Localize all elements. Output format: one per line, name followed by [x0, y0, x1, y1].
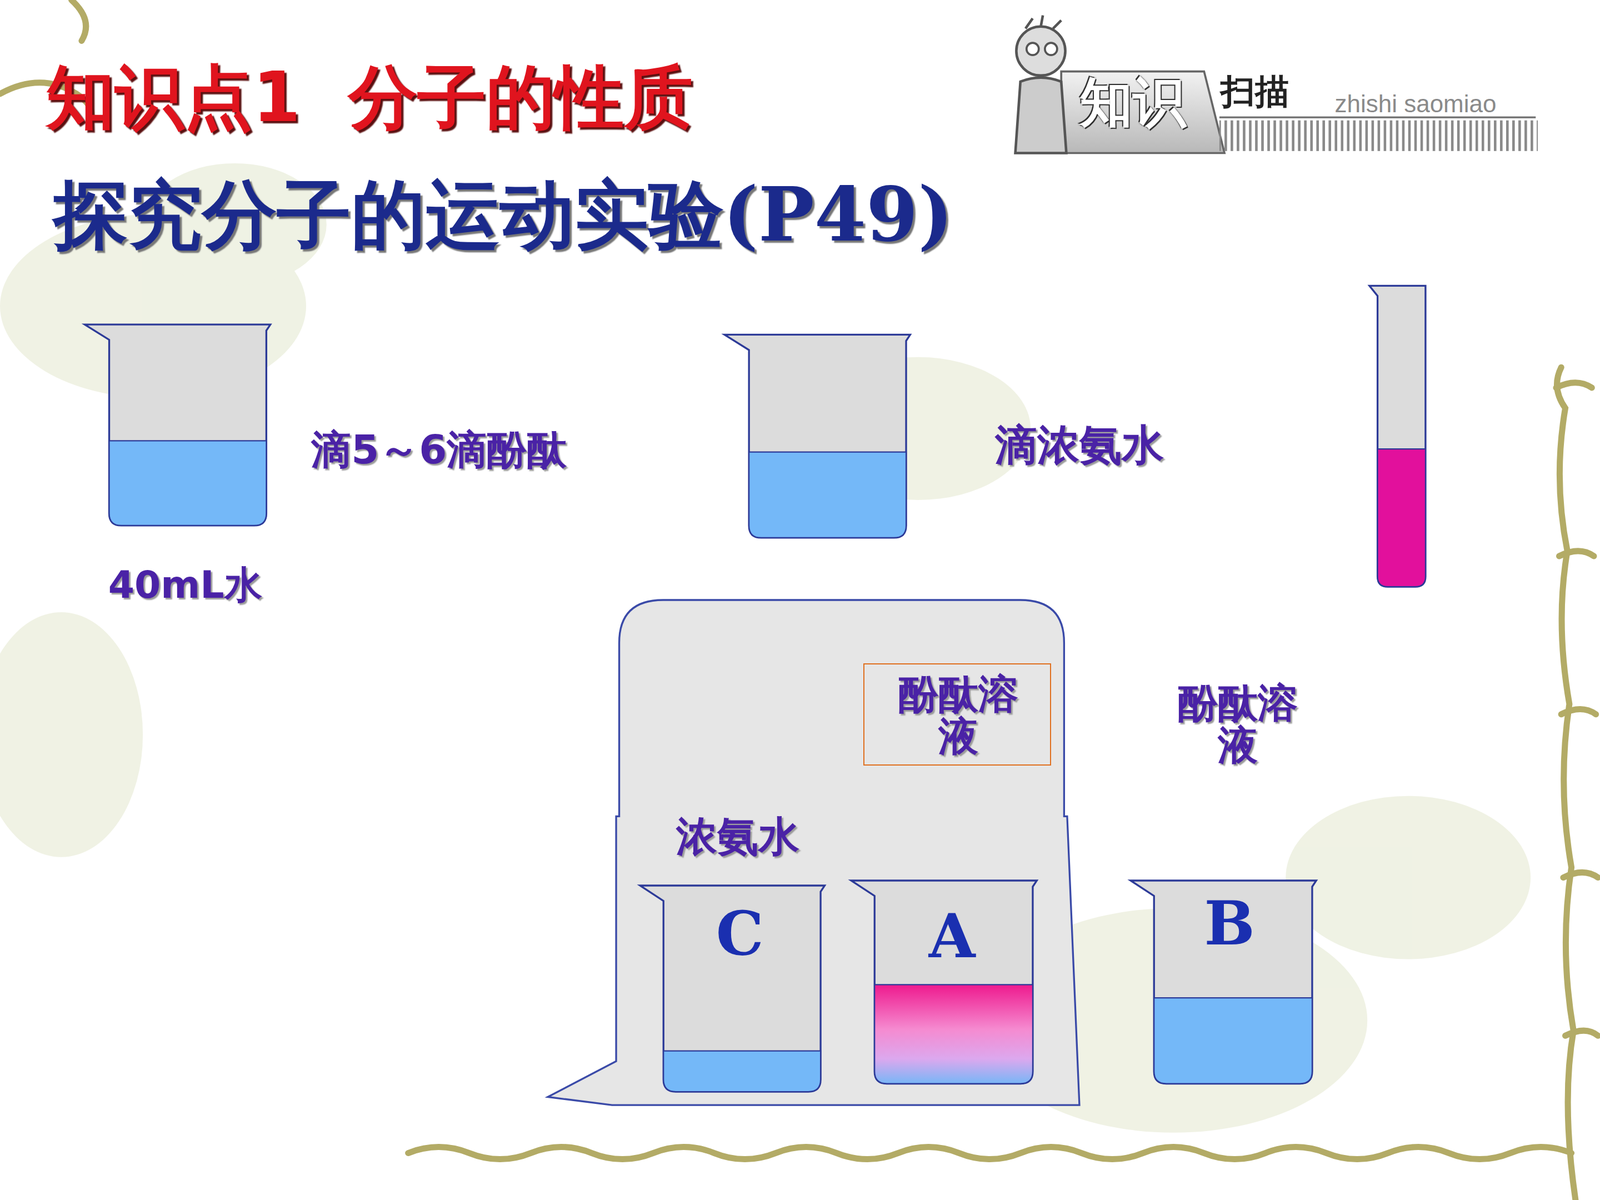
beaker-letter: B	[1204, 892, 1255, 955]
beaker-liquid	[874, 984, 1033, 1084]
knowledge-badge	[1015, 15, 1538, 154]
beaker-water	[84, 324, 270, 526]
badge-text: 扫描	[1220, 71, 1290, 112]
beaker-liquid	[1153, 997, 1313, 1084]
beaker-outline	[851, 880, 1037, 1084]
test-tube	[1369, 285, 1426, 587]
beaker-c: C	[640, 885, 825, 1092]
instruction-label: 滴浓氨水	[995, 420, 1164, 469]
beaker-b: 酚酞溶液B	[1130, 880, 1317, 1084]
beaker-letter: A	[928, 905, 976, 968]
subtitle: 探究分子的运动实验(P49)	[53, 171, 954, 258]
beaker-liquid	[663, 1051, 821, 1092]
reagent-box: 酚酞溶液	[863, 663, 1052, 766]
badge-subtext: zhishi saomiao	[1334, 90, 1497, 119]
bell-jar: 浓氨水 酚酞溶液 C A	[547, 600, 1080, 1105]
background-blobs	[0, 163, 1531, 1133]
volume-label: 40mL水	[108, 563, 263, 607]
bell-jar-outline	[547, 600, 1080, 1105]
beaker-outline	[640, 885, 825, 1092]
reagent-label: 酚酞溶液	[1171, 682, 1304, 767]
beaker-letter: C	[716, 902, 764, 965]
beaker-water	[724, 334, 910, 538]
instruction-label: 滴5～6滴酚酞	[311, 426, 567, 473]
reagent-label: 浓氨水	[676, 815, 800, 859]
badge-text: 知识	[1079, 71, 1187, 133]
beaker-outline	[1130, 880, 1317, 1084]
slide-title: 知识点1 分子的性质	[46, 59, 694, 135]
beaker-a: A	[851, 880, 1037, 1084]
reagent-label: 酚酞溶液	[892, 673, 1025, 758]
